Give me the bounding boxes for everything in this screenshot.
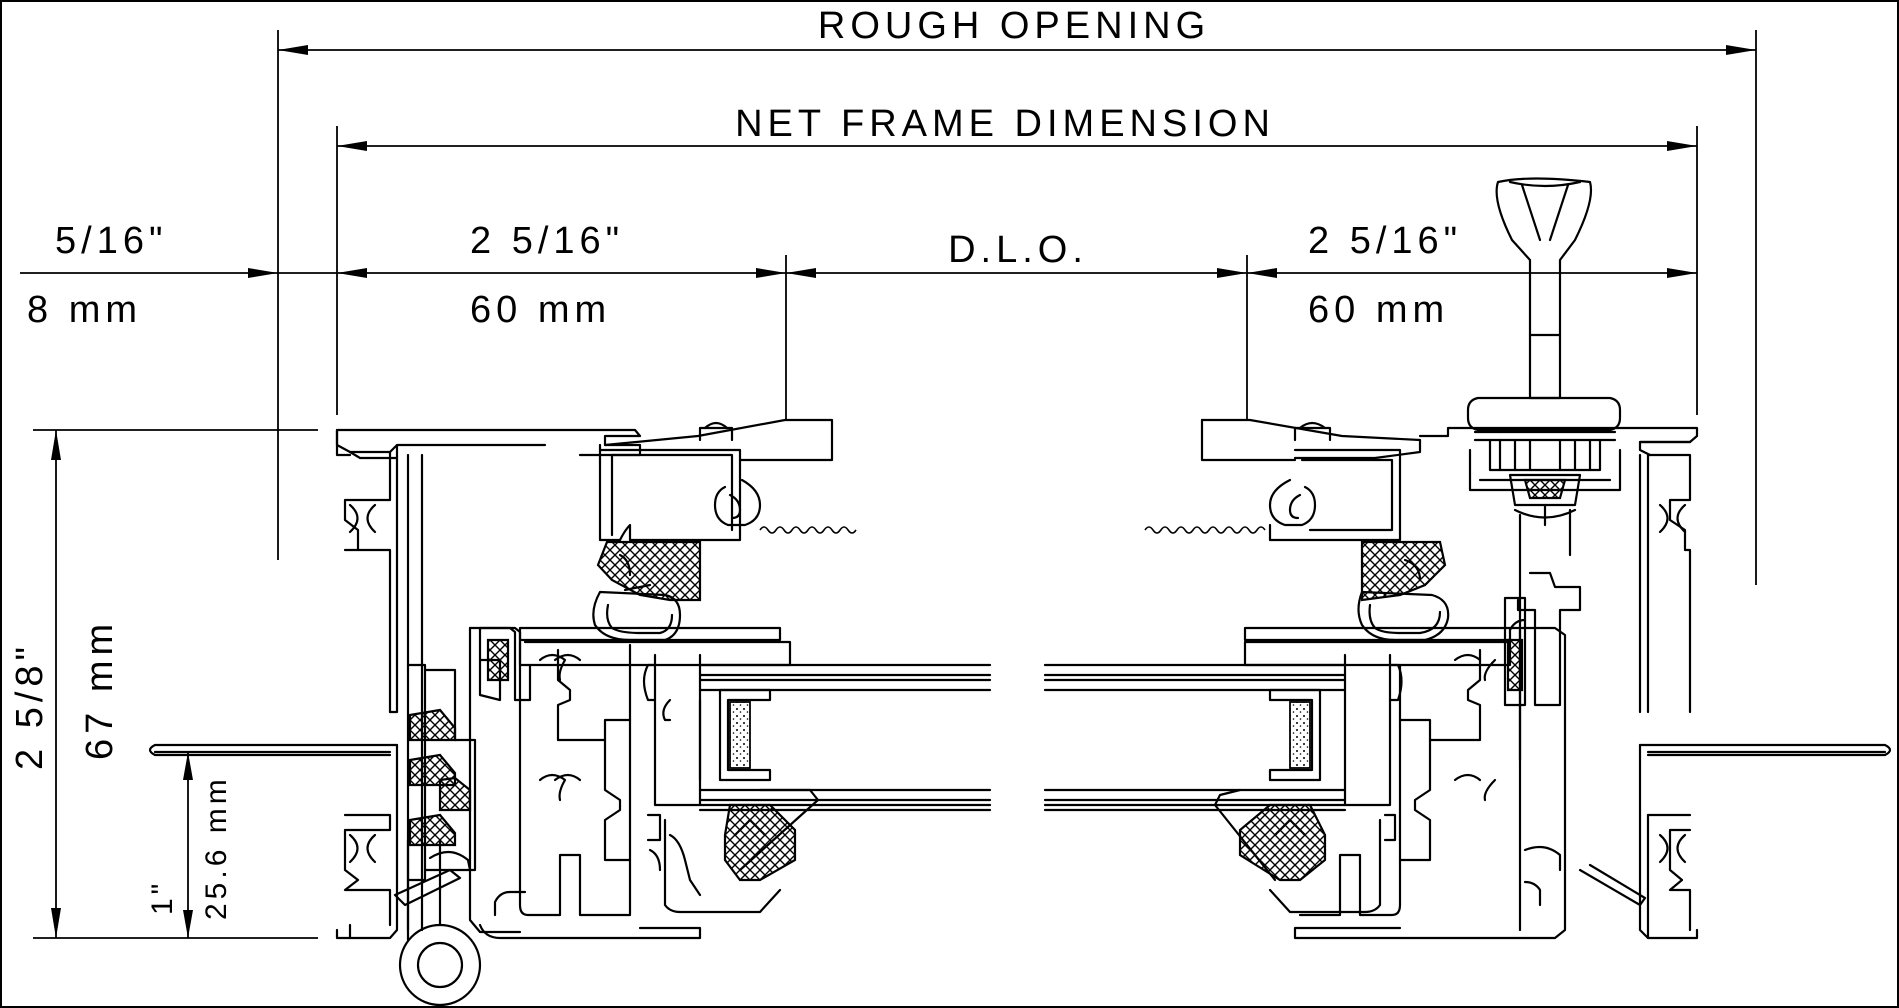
left-offset-mm: 8 mm bbox=[27, 289, 142, 331]
left-frame-section bbox=[148, 418, 992, 1007]
height-dimensions: 2 5/8" 67 mm 1" 25.6 mm bbox=[9, 429, 330, 939]
sill-inch: 1" bbox=[146, 880, 179, 915]
left-frame-inch: 2 5/16" bbox=[470, 220, 624, 262]
right-frame-mm: 60 mm bbox=[1308, 289, 1449, 331]
net-frame-dimension: NET FRAME DIMENSION bbox=[336, 103, 1698, 415]
rough-opening-dimension: ROUGH OPENING bbox=[277, 5, 1757, 585]
frame-width-dimensions: 5/16" 8 mm 2 5/16" 60 mm D.L.O. 2 5/16" … bbox=[20, 220, 1697, 420]
right-frame-section bbox=[1043, 177, 1892, 940]
dlo-label: D.L.O. bbox=[948, 229, 1088, 271]
net-frame-label: NET FRAME DIMENSION bbox=[735, 103, 1275, 145]
left-frame-mm: 60 mm bbox=[470, 289, 611, 331]
sill-mm: 25.6 mm bbox=[200, 775, 233, 920]
height-inch: 2 5/8" bbox=[9, 642, 51, 770]
rough-opening-label: ROUGH OPENING bbox=[818, 5, 1210, 47]
right-frame-inch: 2 5/16" bbox=[1308, 220, 1462, 262]
left-offset-inch: 5/16" bbox=[55, 220, 167, 262]
height-mm: 67 mm bbox=[79, 619, 121, 760]
